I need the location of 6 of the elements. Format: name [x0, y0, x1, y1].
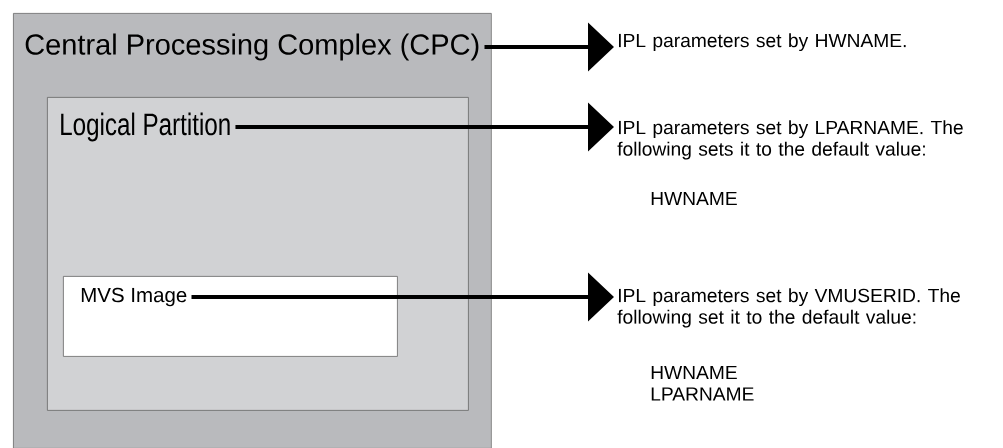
note-text: IPL parameters set by LPARNAME. The following sets it to the default value: HWNAME — [617, 120, 963, 206]
box-heading: Central Processing Complex (CPC) — [25, 33, 479, 61]
note-text: IPL parameters set by HWNAME. — [619, 33, 906, 52]
note-text: IPL parameters set by VMUSERID. The following set it to the default value: HWNAME LPARNAME — [617, 288, 960, 401]
box-heading: Logical Partition — [61, 112, 230, 142]
box-heading: MVS Image — [81, 287, 187, 307]
